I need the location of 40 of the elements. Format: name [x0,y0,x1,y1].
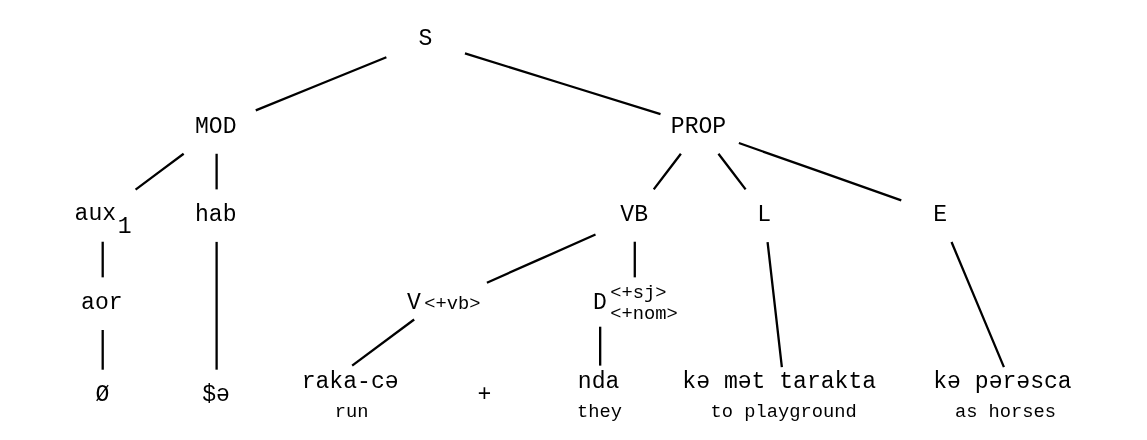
node-text: D [592,290,607,317]
node-label: <+vb> [424,292,481,315]
node-label: <+sj> [610,282,667,305]
node-label: run [334,400,369,423]
node-text: kə mət tarakta [682,369,877,396]
connector [717,153,747,191]
node-text: E [933,202,948,229]
node-text: hab [194,202,237,229]
connector [738,141,902,202]
connector [101,330,104,370]
node-label: as horses [954,400,1057,423]
connector [464,52,661,116]
connector [652,153,682,191]
node-text: L [757,202,772,229]
node-label: to playground [710,400,857,423]
connector [215,153,218,190]
node-text: S [418,26,433,53]
label: + [477,382,492,409]
node-text: MOD [194,114,237,141]
connector [486,233,596,284]
connector [134,152,185,191]
connector [633,241,636,278]
node-label: <+nom> [610,302,678,325]
connector [255,56,387,112]
connector [599,326,602,366]
node-text: VB [620,202,649,229]
node-text: Ø [95,382,110,409]
node-text: $ə [202,382,230,409]
node-text: raka-cə [301,369,399,396]
connector [101,241,104,278]
node-text: nda [577,369,620,396]
node-text: PROP [670,114,727,141]
node-label: they [577,400,623,423]
connector [351,318,415,367]
connector [766,241,783,368]
connector [215,241,218,370]
connector [950,241,1005,368]
node-text: kə pərəsca [933,369,1072,396]
node-text: V [406,290,421,317]
node-text: aor [81,290,123,317]
